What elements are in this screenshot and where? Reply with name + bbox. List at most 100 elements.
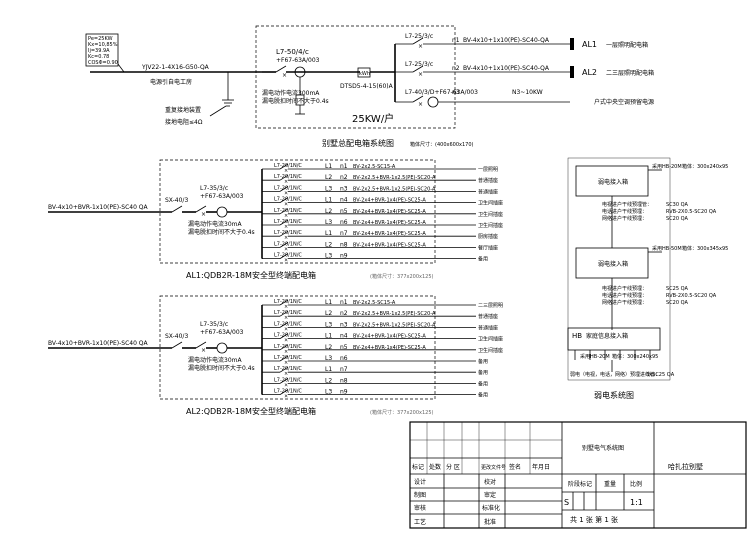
tb-role: 标准化: [482, 504, 500, 512]
branch-desc: 二三层照明: [478, 303, 503, 309]
incoming-cable: BV-4x10+BVR-1x10(PE)-SC40 QA: [48, 340, 149, 347]
branch-breaker: L7-20/1N/C: [274, 299, 302, 305]
branch-breaker-symbol: [279, 197, 289, 203]
weak-cable-value: SC30 QA: [666, 202, 689, 208]
kwh-meter-glyph: kWh: [359, 71, 370, 77]
incoming-spec: COSΦ=0.90: [88, 60, 118, 66]
weak-cable-label: 网络进户干线预埋：: [602, 299, 647, 306]
branch-breaker-x: ×: [284, 168, 288, 174]
isolator-label: SX-40/3: [165, 333, 188, 340]
branch-breaker-x: ×: [284, 246, 288, 252]
branch-cable: BV-2x2.5+BVR-1x2.5(PE)-SC20-A: [353, 175, 436, 181]
branch-number: n5: [340, 208, 348, 215]
branch-desc: 卫生间插座: [478, 347, 503, 354]
weak-box-1-label: 弱电接入箱: [598, 178, 628, 186]
weak-cable-label: 电话进户干线预埋：: [602, 208, 647, 215]
outlet-breaker: L7-25/3/c: [405, 61, 433, 68]
main-panel-caption: 别墅总配电箱系统图: [322, 138, 394, 148]
main-outlet-2: × L7-25/3/c n2 BV-4x10+1x10(PE)-SC40-QA …: [395, 61, 654, 78]
rcd-current: 漏电动作电流30mA: [188, 220, 242, 228]
weak-box-3-model: 采用HB-20M: [580, 353, 610, 360]
main-outlet-3: × L7-40/3/D+F67-63A/003 n3 N3~10KW 户式中央空…: [395, 89, 654, 108]
outlet-panel: AL2: [582, 68, 597, 77]
branch-cable: BV-2x2.5+BVR-1x2.5(PE)-SC20-A: [353, 186, 436, 192]
branch-number: n3: [340, 185, 348, 192]
branch-desc: 厨房插座: [478, 233, 498, 240]
branch-desc: 餐厅插座: [478, 244, 498, 251]
scale-value: 1:1: [630, 498, 643, 507]
branch-breaker-x: ×: [284, 235, 288, 241]
rcd-symbol: [216, 342, 228, 354]
branch-desc: 备用: [478, 369, 488, 376]
branch-desc: 普通插座: [478, 188, 498, 195]
rcd-current: 漏电动作电流30mA: [188, 356, 242, 364]
branch-breaker-symbol: [279, 299, 289, 306]
main-breaker-x: ×: [282, 72, 287, 79]
branch-breaker: L7-20/1N/C: [274, 197, 302, 203]
branch-number: n1: [340, 163, 348, 170]
branch-breaker-x: ×: [284, 258, 288, 264]
outlet-panel: AL1: [582, 40, 597, 49]
outlet-cable: BV-4x10+1x10(PE)-SC40-QA: [463, 37, 550, 44]
panel-marker-al1: [570, 38, 574, 50]
incoming-spec: Pe=25KW: [88, 36, 113, 42]
main-rcd-model: +F67-63A/003: [276, 57, 320, 64]
branch-cable: BV-2x4+BVR-1x4(PE)-SC25-A: [353, 242, 426, 248]
branch-number: n6: [340, 219, 348, 226]
branch-phase: L1: [325, 299, 332, 306]
panel-marker-al2: [570, 66, 574, 78]
branch-phase: L3: [325, 355, 332, 362]
branch-cable: BV-2x4+BVR-1x4(PE)-SC25-A: [353, 334, 426, 340]
weak-box-3-size: 箱体：300x240x95: [612, 353, 658, 360]
tb-header-col: 更改文件号: [481, 464, 506, 471]
branch-number: n8: [340, 241, 348, 248]
main-panel-size: 箱体尺寸：(400x600x170): [410, 141, 473, 148]
tb-header-col: 处数: [429, 463, 441, 471]
branch-cable: BV-2x2.5+BVR-1x2.5(PE)-SC20-A: [353, 322, 436, 328]
branch-breaker-x: ×: [284, 202, 288, 208]
weak-cable-label: 电话进户干线预埋：: [602, 292, 647, 299]
weak-box-1-size: 箱体：300x240x95: [682, 163, 728, 170]
outlet-breaker: L7-40/3/D+F67-63A/003: [405, 89, 478, 96]
branch-breaker-symbol: [279, 242, 289, 248]
branch-breaker: L7-20/1N/C: [274, 355, 302, 361]
tb-header-col: 年月日: [532, 463, 550, 471]
tb-role: 批准: [484, 518, 496, 526]
panel-caption: AL2:QDB2R-18M安全型终端配电箱: [186, 406, 316, 416]
branch-desc: 普通插座: [478, 324, 498, 331]
weak-cable-value: SC20 QA: [666, 300, 689, 306]
weak-caption: 弱电系统图: [594, 390, 634, 400]
branch-breaker-x: ×: [284, 213, 288, 219]
branch-desc: 卫生间插座: [478, 222, 503, 229]
outlet-breaker-x: ×: [418, 43, 423, 50]
branch-number: n2: [340, 174, 348, 181]
branch-breaker: L7-20/1N/C: [274, 333, 302, 339]
branch-number: n6: [340, 355, 348, 362]
branch-cable: BV-2x2.5+BVR-1x2.5(PE)-SC20-A: [353, 311, 436, 317]
branch-number: n9: [340, 389, 348, 396]
branch-breaker-symbol: [279, 230, 289, 237]
weak-cable-value: SC20 QA: [666, 216, 689, 222]
ground-note: 重复接地装置: [165, 106, 201, 114]
meter-model: DTSD5-4-15(60)A: [340, 83, 394, 90]
branch-breaker: L7-20/1N/C: [274, 230, 302, 236]
outlet-breaker-x: ×: [418, 71, 423, 78]
branch-breaker-symbol: [279, 378, 289, 384]
panel-caption: AL1:QDB2R-18M安全型终端配电箱: [186, 270, 316, 280]
rcd-time: 漏电脱扣时间不大于0.4s: [188, 364, 255, 372]
tb-role: 审核: [414, 504, 426, 512]
outlet-circuit: n3: [452, 89, 460, 96]
weak-cable-label: 电视进户干线预埋管：: [602, 201, 652, 208]
outlet-breaker-symbol: [412, 65, 424, 73]
title-block-frame: [409, 421, 747, 529]
branch-number: n4: [340, 197, 348, 204]
incoming-cable: BV-4x10+BVR-1x10(PE)-SC40 QA: [48, 204, 149, 211]
